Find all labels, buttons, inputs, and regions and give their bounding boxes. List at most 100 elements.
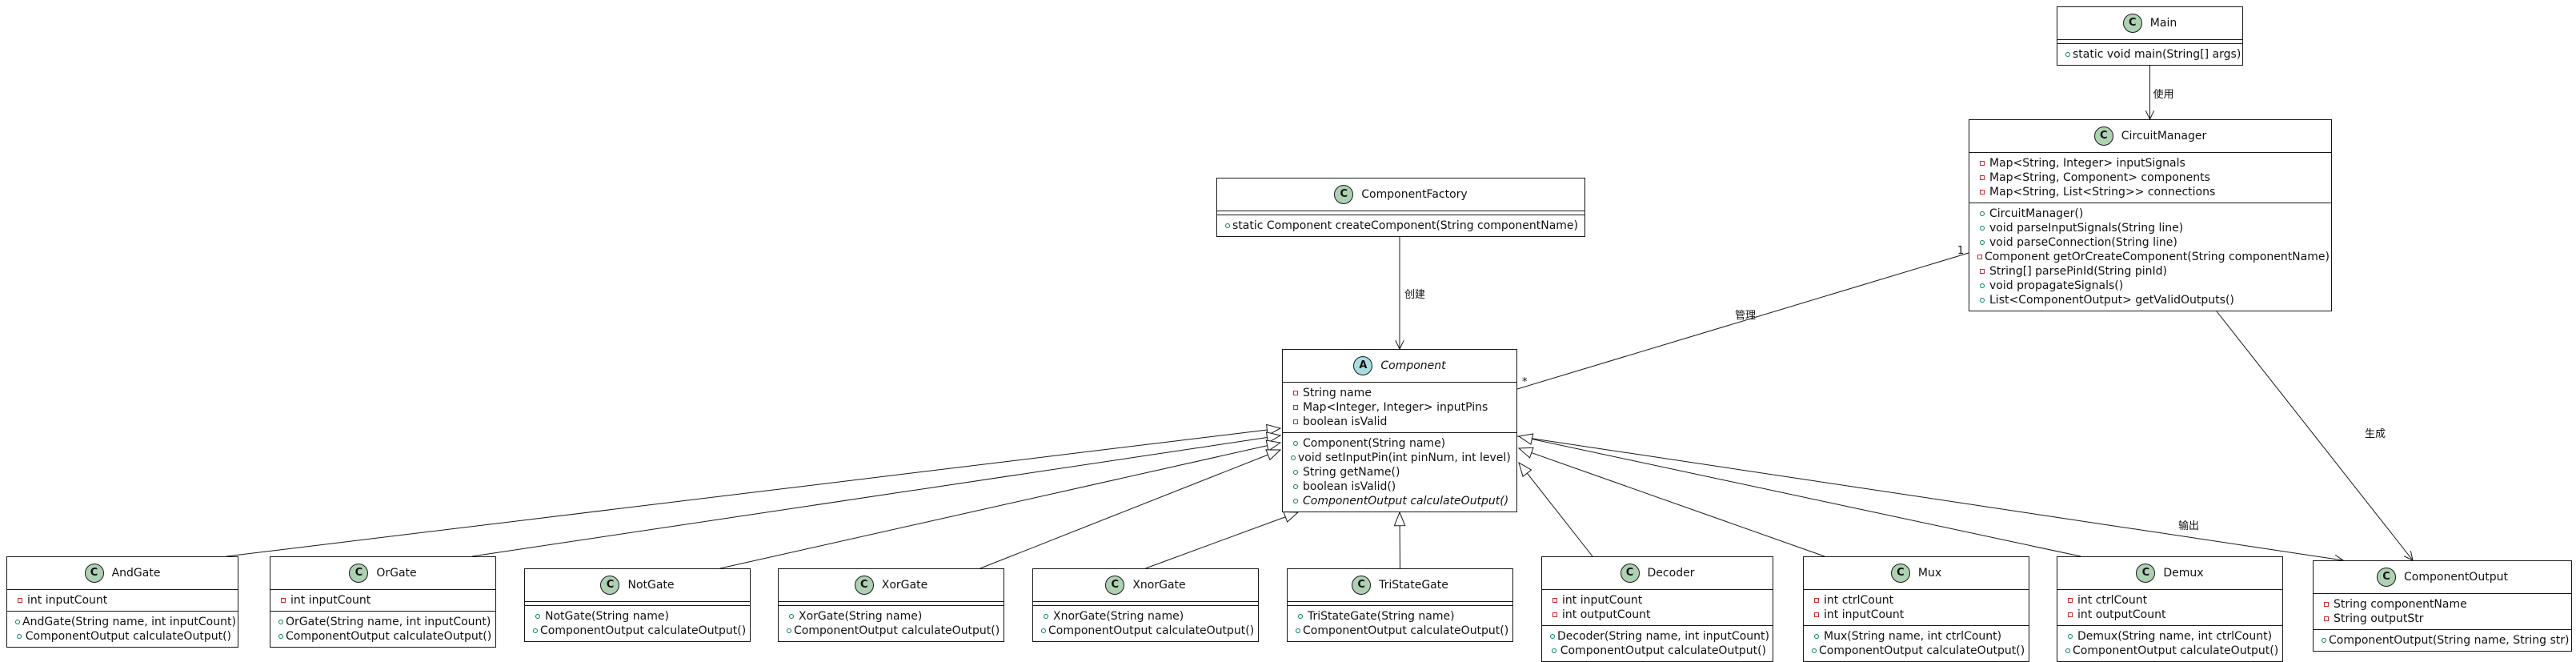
- public-visibility-icon: [1291, 484, 1300, 489]
- attribute-row: boolean isValid: [1291, 415, 1510, 429]
- attribute-row: Map<String, Integer> inputSignals: [1977, 156, 2325, 171]
- private-visibility-icon: [1977, 161, 1987, 166]
- class-icon: C: [1334, 185, 1354, 204]
- method-row: ComponentOutput calculateOutput(): [15, 629, 231, 644]
- method-text: ComponentOutput calculateOutput(): [286, 630, 492, 643]
- method-row: ComponentOutput calculateOutput(): [2065, 644, 2279, 658]
- method-text: ComponentOutput calculateOutput(): [2073, 644, 2279, 657]
- attribute-row: Map<String, List<String>> connections: [1977, 185, 2325, 199]
- dependency-line: [1516, 435, 2344, 561]
- private-visibility-icon: [1550, 598, 1560, 603]
- method-row: TriStateGate(String name): [1296, 609, 1506, 624]
- class-name: ComponentOutput: [2404, 571, 2508, 584]
- attributes-section: int inputCount: [7, 590, 238, 612]
- attribute-row: int outputCount: [1550, 608, 1766, 622]
- attributes-section: [1288, 602, 1512, 606]
- attribute-text: String name: [1303, 387, 1372, 399]
- method-row: ComponentOutput calculateOutput(): [278, 629, 492, 644]
- method-row: AndGate(String name, int inputCount): [15, 615, 236, 629]
- method-row: List<ComponentOutput> getValidOutputs(): [1977, 293, 2325, 307]
- method-row: Component getOrCreateComponent(String co…: [1977, 250, 2330, 264]
- method-row: String[] parsePinId(String pinId): [1977, 264, 2325, 279]
- attribute-row: String outputStr: [2322, 612, 2565, 626]
- public-visibility-icon: [2065, 648, 2070, 653]
- private-visibility-icon: [2065, 612, 2075, 617]
- private-visibility-icon: [1977, 190, 1987, 195]
- public-visibility-icon: [1977, 211, 1987, 216]
- relation-label: *: [1522, 376, 1528, 388]
- relation-label: 使用: [2153, 88, 2174, 101]
- public-visibility-icon: [2322, 638, 2326, 643]
- private-visibility-icon: [1812, 612, 1821, 617]
- method-text: ComponentOutput calculateOutput(): [1819, 644, 2025, 657]
- method-text: static void main(String[] args): [2073, 48, 2241, 61]
- association-line: [1516, 252, 1969, 390]
- method-text: ComponentOutput calculateOutput(): [1560, 644, 1766, 657]
- methods-section: OrGate(String name, int inputCount)Compo…: [270, 612, 495, 647]
- method-text: String getName(): [1303, 466, 1400, 479]
- class-name: Mux: [1917, 567, 1942, 580]
- methods-section: static void main(String[] args): [2057, 44, 2242, 65]
- attributes-section: [1217, 211, 1584, 215]
- method-row: ComponentOutput calculateOutput(): [1041, 624, 1254, 638]
- attribute-text: String componentName: [2334, 598, 2467, 611]
- method-row: Mux(String name, int ctrlCount): [1812, 629, 2022, 644]
- class-icon: C: [854, 576, 874, 595]
- class-icon: C: [349, 564, 369, 583]
- attribute-text: int ctrlCount: [1824, 594, 1894, 607]
- methods-section: Mux(String name, int ctrlCount)Component…: [1804, 626, 2029, 661]
- method-row: boolean isValid(): [1291, 479, 1510, 494]
- method-row: CircuitManager(): [1977, 207, 2325, 221]
- method-row: XorGate(String name): [787, 609, 997, 624]
- method-text: ComponentOutput calculateOutput(): [794, 624, 1000, 637]
- class-name: OrGate: [376, 567, 417, 580]
- attribute-text: Map<String, Integer> inputSignals: [1989, 157, 2185, 170]
- class-name: Component: [1380, 359, 1446, 372]
- method-text: XnorGate(String name): [1053, 610, 1184, 623]
- methods-section: TriStateGate(String name)ComponentOutput…: [1288, 606, 1512, 641]
- public-visibility-icon: [533, 614, 543, 619]
- relation-label: 创建: [1404, 289, 1426, 301]
- attribute-text: Map<Integer, Integer> inputPins: [1303, 401, 1488, 414]
- attributes-section: int inputCount: [270, 590, 495, 612]
- attributes-section: [525, 602, 750, 606]
- attribute-text: int inputCount: [1562, 594, 1643, 607]
- methods-section: ComponentOutput(String name, String str): [2314, 630, 2571, 651]
- private-visibility-icon: [2322, 602, 2331, 607]
- relation-label: 生成: [2365, 427, 2386, 440]
- public-visibility-icon: [1296, 628, 1300, 633]
- method-row: Demux(String name, int ctrlCount): [2065, 629, 2276, 644]
- attribute-row: String componentName: [2322, 597, 2565, 612]
- method-text: ComponentOutput calculateOutput(): [1303, 495, 1509, 508]
- class-icon: C: [2122, 14, 2142, 33]
- method-text: String[] parsePinId(String pinId): [1989, 265, 2168, 278]
- public-visibility-icon: [1225, 223, 1230, 228]
- public-visibility-icon: [787, 628, 791, 633]
- private-visibility-icon: [1977, 269, 1987, 274]
- method-row: String getName(): [1291, 465, 1510, 479]
- attribute-row: int outputCount: [2065, 608, 2276, 622]
- method-row: ComponentOutput calculateOutput(): [1291, 494, 1510, 508]
- methods-section: Demux(String name, int ctrlCount)Compone…: [2057, 626, 2282, 661]
- public-visibility-icon: [1291, 455, 1296, 460]
- method-text: CircuitManager(): [1989, 207, 2084, 220]
